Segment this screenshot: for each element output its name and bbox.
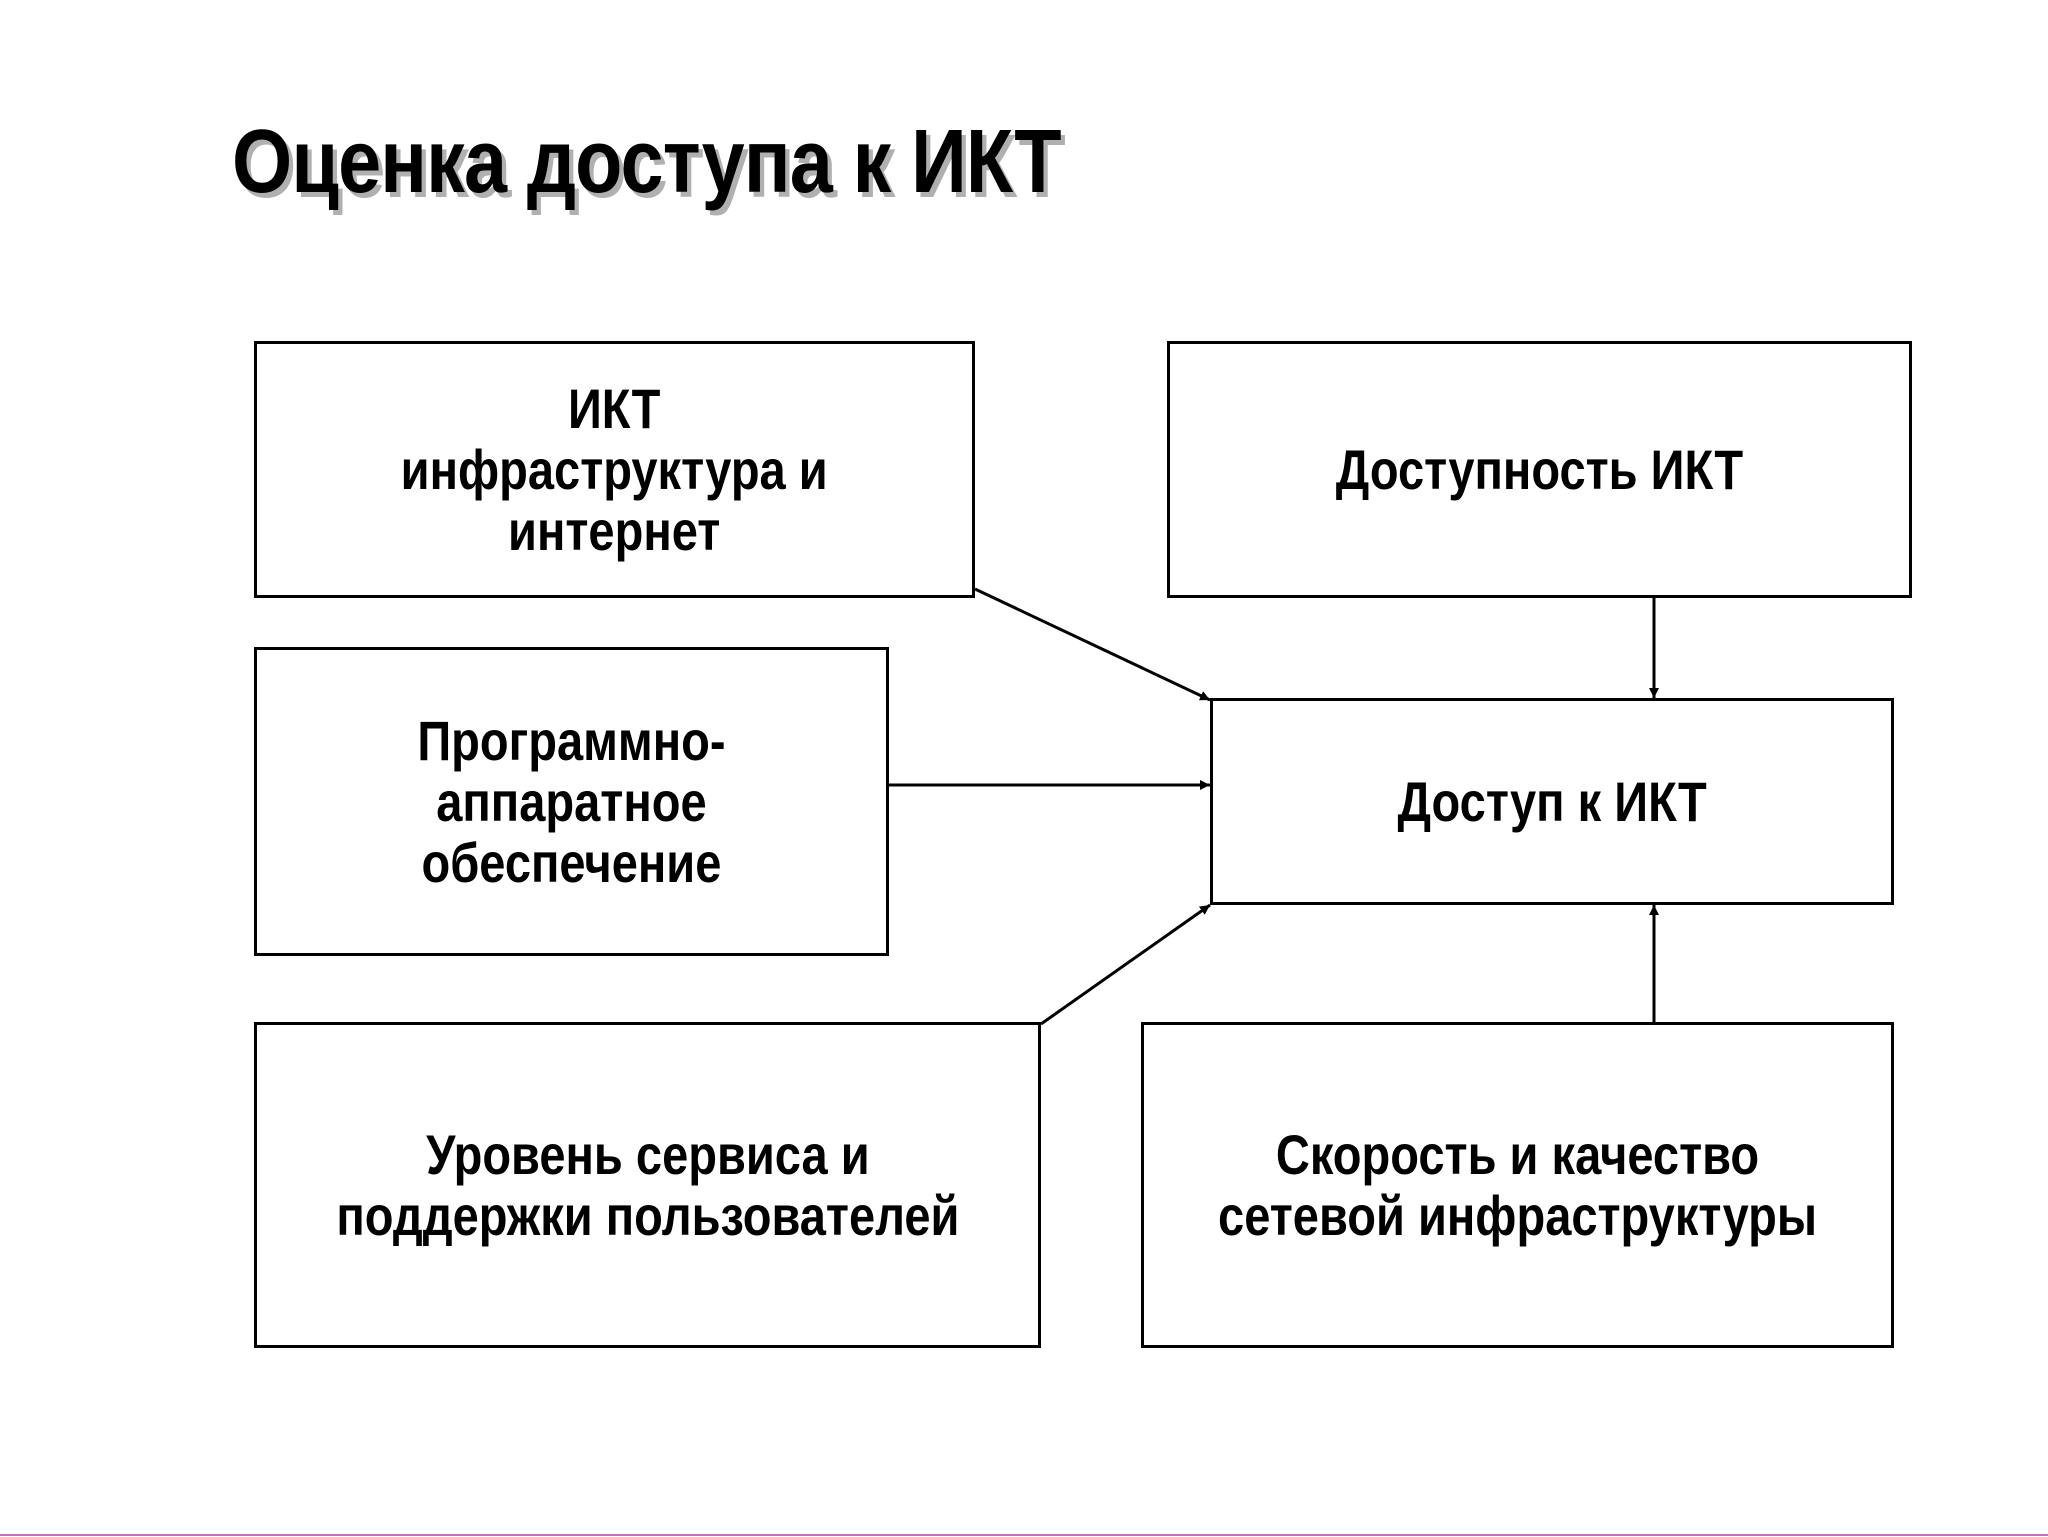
- page-title: Оценка доступа к ИКТ: [232, 112, 1061, 212]
- node-service-level: Уровень сервиса и поддержки пользователе…: [254, 1022, 1041, 1348]
- edge-infrastructure-to-access: [974, 587, 1211, 702]
- node-affordability: Доступность ИКТ: [1167, 341, 1912, 598]
- node-access: Доступ к ИКТ: [1210, 698, 1894, 905]
- node-hardware-software: Программно- аппаратное обеспечение: [254, 647, 889, 956]
- node-affordability-label: Доступность ИКТ: [1335, 438, 1744, 501]
- node-service-level-label: Уровень сервиса и поддержки пользователе…: [335, 1123, 960, 1247]
- node-hardware-software-label: Программно- аппаратное обеспечение: [417, 709, 726, 894]
- edge-service-to-access: [1040, 903, 1211, 1026]
- bottom-divider: [0, 1534, 2048, 1536]
- node-network-speed-label: Скорость и качество сетевой инфраструкту…: [1217, 1123, 1817, 1247]
- node-infrastructure-label: ИКТ инфраструктура и интернет: [400, 377, 829, 562]
- node-access-label: Доступ к ИКТ: [1397, 770, 1707, 833]
- node-infrastructure: ИКТ инфраструктура и интернет: [254, 341, 975, 598]
- node-network-speed: Скорость и качество сетевой инфраструкту…: [1141, 1022, 1894, 1348]
